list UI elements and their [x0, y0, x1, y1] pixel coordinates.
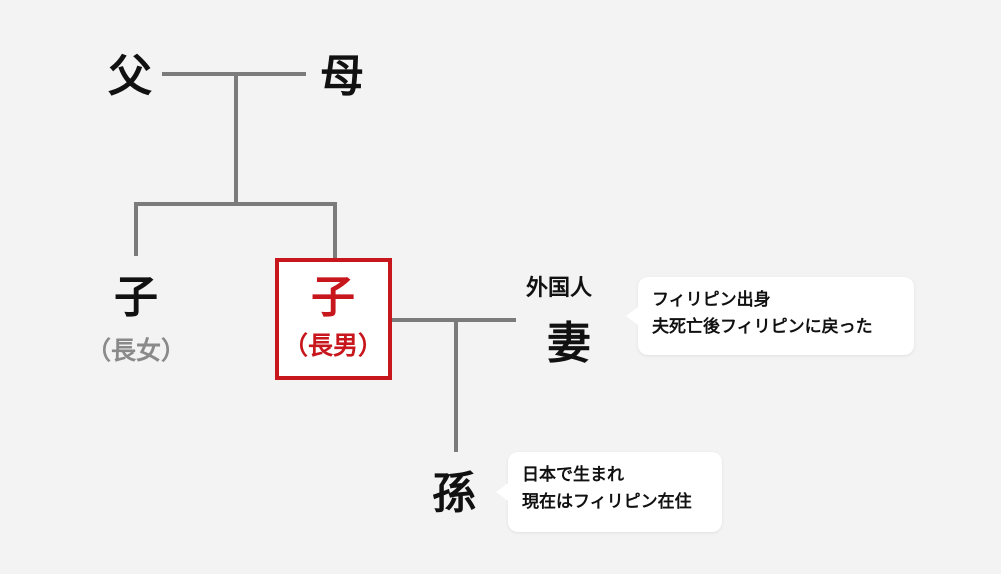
grandchild-note-line-2: 現在はフィリピン在住: [522, 492, 692, 512]
son-role-label: （長男）: [282, 331, 383, 360]
grandchild-note-bubble: 日本で生まれ 現在はフィリピン在住: [496, 452, 722, 532]
wife-note-line-1: フィリピン出身: [652, 290, 771, 310]
son-label: 子: [311, 272, 355, 323]
wife-label: 妻: [547, 318, 591, 369]
daughter-label: 子: [114, 272, 158, 323]
wife-note-line-2: 夫死亡後フィリピンに戻った: [652, 317, 873, 337]
mother-label: 母: [320, 51, 364, 102]
wife-foreigner-label: 外国人: [526, 276, 593, 301]
daughter-role-label: （長女）: [85, 336, 186, 365]
wife-note-bubble: .bubble.wife-b::before{} フィリピン出身 夫死亡後フィリ…: [626, 277, 914, 355]
father-label: 父: [108, 51, 152, 102]
son-highlight-box: [275, 258, 392, 380]
grandchild-note-line-1: 日本で生まれ: [522, 465, 624, 485]
grandchild-label: 孫: [432, 468, 476, 519]
